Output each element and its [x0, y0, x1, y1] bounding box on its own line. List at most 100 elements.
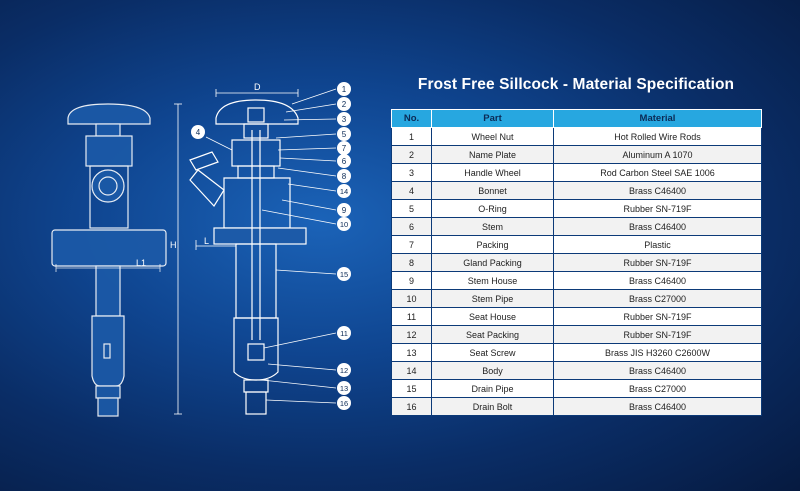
label-l: L — [204, 236, 209, 246]
svg-text:10: 10 — [340, 220, 348, 229]
cell-no: 4 — [391, 181, 432, 200]
cell-part: Drain Pipe — [431, 379, 554, 398]
svg-text:14: 14 — [340, 187, 348, 196]
callout-12: 12 — [337, 363, 351, 377]
svg-text:1: 1 — [342, 85, 347, 94]
cell-no: 3 — [391, 163, 432, 182]
table-header-row: No. Part Material — [391, 109, 762, 128]
cell-material: Brass JIS H3260 C2600W — [553, 343, 762, 362]
section-view — [189, 99, 307, 415]
cell-material: Rod Carbon Steel SAE 1006 — [553, 163, 762, 182]
dimension-l1 — [55, 264, 161, 272]
callout-5: 5 — [337, 127, 351, 141]
cell-part: Body — [431, 361, 554, 380]
cell-part: Wheel Nut — [431, 127, 554, 146]
cell-no: 16 — [391, 397, 432, 416]
header-part: Part — [431, 109, 554, 128]
cell-material: Brass C46400 — [553, 181, 762, 200]
cell-no: 14 — [391, 361, 432, 380]
cell-no: 7 — [391, 235, 432, 254]
cell-no: 15 — [391, 379, 432, 398]
page-title: Frost Free Sillcock - Material Specifica… — [417, 76, 735, 93]
cell-part: O-Ring — [431, 199, 554, 218]
svg-text:11: 11 — [340, 329, 348, 338]
callout-2: 2 — [337, 97, 351, 111]
svg-text:8: 8 — [342, 172, 347, 181]
callout-15: 15 — [337, 267, 351, 281]
callout-3: 3 — [337, 112, 351, 126]
cell-material: Rubber SN-719F — [553, 199, 762, 218]
svg-text:15: 15 — [340, 270, 348, 279]
label-h: H — [170, 240, 177, 250]
callout-13: 13 — [337, 381, 351, 395]
dimension-h — [174, 103, 182, 415]
callout-11: 11 — [337, 326, 351, 340]
cell-no: 13 — [391, 343, 432, 362]
svg-text:3: 3 — [342, 115, 347, 124]
svg-text:16: 16 — [340, 399, 348, 408]
cell-material: Rubber SN-719F — [553, 307, 762, 326]
cell-part: Gland Packing — [431, 253, 554, 272]
cell-material: Brass C46400 — [553, 361, 762, 380]
svg-text:13: 13 — [340, 384, 348, 393]
cell-no: 10 — [391, 289, 432, 308]
svg-text:9: 9 — [342, 206, 347, 215]
cell-part: Stem — [431, 217, 554, 236]
cell-material: Brass C27000 — [553, 379, 762, 398]
label-l1: L1 — [136, 258, 146, 268]
callout-1: 1 — [337, 82, 351, 96]
cell-no: 9 — [391, 271, 432, 290]
dimension-d — [215, 89, 299, 97]
cell-part: Handle Wheel — [431, 163, 554, 182]
cell-material: Aluminum A 1070 — [553, 145, 762, 164]
callout-9: 9 — [337, 203, 351, 217]
cell-part: Drain Bolt — [431, 397, 554, 416]
cell-material: Brass C46400 — [553, 271, 762, 290]
external-view — [51, 103, 167, 417]
header-material: Material — [553, 109, 762, 128]
cell-part: Seat Screw — [431, 343, 554, 362]
callout-16: 16 — [337, 396, 351, 410]
cell-part: Seat Packing — [431, 325, 554, 344]
cell-part: Packing — [431, 235, 554, 254]
callout-6: 6 — [337, 154, 351, 168]
callout-leaders — [205, 88, 337, 404]
cell-no: 8 — [391, 253, 432, 272]
cell-part: Stem Pipe — [431, 289, 554, 308]
svg-text:2: 2 — [342, 100, 347, 109]
cell-material: Rubber SN-719F — [553, 253, 762, 272]
dimension-l — [195, 240, 236, 250]
header-no: No. — [391, 109, 432, 128]
callout-14: 14 — [337, 184, 351, 198]
cell-part: Bonnet — [431, 181, 554, 200]
cell-material: Brass C27000 — [553, 289, 762, 308]
callout-4: 4 — [191, 125, 205, 139]
callout-7: 7 — [337, 141, 351, 155]
svg-text:12: 12 — [340, 366, 348, 375]
cell-part: Seat House — [431, 307, 554, 326]
cell-no: 2 — [391, 145, 432, 164]
cell-material: Rubber SN-719F — [553, 325, 762, 344]
sillcock-diagram: L1 D H — [51, 82, 351, 417]
svg-text:5: 5 — [342, 130, 347, 139]
cell-material: Hot Rolled Wire Rods — [553, 127, 762, 146]
cell-material: Brass C46400 — [553, 217, 762, 236]
cell-part: Stem House — [431, 271, 554, 290]
cell-no: 6 — [391, 217, 432, 236]
cell-material: Plastic — [553, 235, 762, 254]
cell-part: Name Plate — [431, 145, 554, 164]
